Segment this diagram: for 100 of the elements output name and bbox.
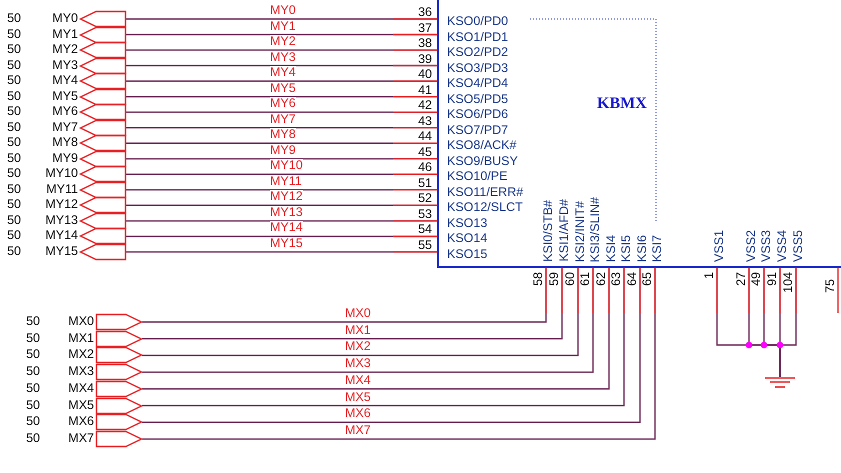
pin-number: 27 [734, 272, 748, 286]
pin-lead [393, 80, 437, 82]
pin-number: 41 [418, 82, 432, 97]
pin-lead [393, 127, 437, 128]
pin-lead [795, 268, 797, 313]
pin-lead [393, 49, 437, 51]
sheet-reference: 50 [7, 197, 21, 212]
pin-number: 42 [418, 98, 432, 112]
pin-number: 1 [702, 272, 716, 279]
pin-name: KSI3/SLIN# [588, 180, 602, 266]
net-label: MX1 [345, 324, 371, 337]
net-label: MY3 [270, 50, 296, 64]
pin-lead [393, 96, 437, 98]
pin-lead [393, 236, 437, 238]
pin-lead [393, 18, 437, 20]
pin-name: VSS4 [775, 210, 789, 266]
sheet-reference: 50 [7, 212, 21, 227]
pin-name: KSO11/ERR# [440, 184, 530, 199]
net-label: MY0 [270, 4, 296, 17]
pin-number: 37 [418, 20, 432, 35]
pin-lead [393, 34, 437, 36]
pin-name: KSO5/PD5 [440, 90, 530, 106]
pin-lead [654, 268, 656, 313]
pin-name: KSO6/PD6 [440, 106, 530, 122]
sheet-reference: 50 [7, 88, 21, 103]
chip-body: KBMX KSO0/PD0 KSO1/PD1 KSO2/PD2 KSO3/PD3 KSO4/PD4 KSO5/PD5 KSO6/PD6 KSO7/PD7 KSO8/ACK# KSO9/BUSY KSO10/PE KSO11/ERR# KSO12/SLCT KSO13 KSO14 KSO15 KSI0/STB# KSI1/AFD# KSI2/INIT# KSI3/SLIN# KSI4 KSI5 KSI6 KSI7 VSS1 VSS2 VSS3 VSS4 VSS5 [437, 0, 841, 268]
sheet-reference: 50 [26, 347, 40, 362]
pin-name: KSO14 [440, 230, 530, 246]
pin-lead [561, 268, 563, 313]
pin-lead [592, 268, 594, 313]
pin-number: 60 [563, 272, 577, 286]
net-label: MY6 [270, 97, 296, 110]
pin-lead [393, 158, 437, 160]
pin-name: KSO1/PD1 [440, 28, 530, 44]
net-label: MY10 [270, 159, 303, 172]
pin-name: KSO8/ACK# [440, 137, 530, 152]
pin-number: 63 [609, 272, 623, 286]
pin-lead [639, 268, 641, 313]
pin-number: 104 [781, 272, 795, 293]
net-label: MY13 [270, 206, 303, 219]
pin-number: 38 [418, 36, 432, 50]
pin-number: 44 [418, 129, 432, 144]
pin-name: KSO12/SLCT [440, 199, 530, 214]
pin-number: 39 [418, 52, 432, 66]
pin-name: VSS2 [744, 210, 758, 266]
pin-number: 40 [418, 67, 432, 82]
pin-name: KSI1/AFD# [557, 180, 571, 266]
net-label: MY1 [270, 20, 296, 33]
sheet-reference: 50 [7, 135, 21, 150]
sheet-reference: 50 [7, 104, 21, 118]
net-label: MY15 [270, 236, 303, 250]
pin-number: 62 [594, 272, 608, 286]
pin-lead [716, 268, 718, 313]
sheet-reference: 50 [7, 244, 21, 258]
pin-name: KSO7/PD7 [440, 122, 530, 137]
net-label: MY9 [270, 144, 296, 157]
ground-symbol [765, 377, 795, 391]
pin-name: KSO10/PE [440, 168, 530, 184]
sheet-reference: 50 [7, 73, 21, 88]
sheet-reference: 50 [7, 182, 21, 196]
pin-number: 54 [418, 222, 432, 236]
pin-number: 61 [578, 272, 592, 286]
pin-lead [393, 220, 437, 222]
pin-lead [393, 64, 437, 66]
net-label: MY8 [270, 128, 296, 142]
pin-lead [393, 189, 437, 191]
sheet-reference: 50 [7, 58, 21, 72]
pin-lead [748, 268, 750, 313]
pin-lead [393, 251, 437, 253]
pin-number: 45 [418, 144, 432, 159]
pin-lead [763, 268, 765, 313]
sheet-reference: 50 [26, 380, 40, 395]
pin-lead [779, 268, 781, 313]
pin-name: KSO0/PD0 [440, 13, 530, 28]
pin-name: KSI0/STB# [541, 180, 555, 266]
pin-number: 58 [531, 272, 545, 286]
pin-number: 49 [749, 272, 763, 286]
pin-number: 59 [547, 272, 561, 286]
sheet-reference: 50 [7, 150, 21, 165]
pin-name: KSO9/BUSY [440, 152, 530, 168]
pin-number: 52 [418, 191, 432, 206]
net-label: MY11 [270, 174, 302, 188]
pin-name: KSO4/PD4 [440, 75, 530, 90]
sheet-reference: 50 [26, 330, 40, 345]
pin-lead [577, 268, 579, 313]
pin-name: KSO3/PD3 [440, 60, 530, 75]
net-label: MY5 [270, 82, 296, 95]
sheet-reference: 50 [26, 414, 40, 428]
net-label: MY7 [270, 112, 296, 126]
pin-lead [623, 268, 625, 313]
pin-name: KSI2/INIT# [573, 180, 587, 266]
pin-number: 91 [765, 272, 779, 286]
net-label: MX3 [345, 357, 371, 370]
pin-number: 36 [418, 5, 432, 19]
sheet-reference: 50 [7, 42, 21, 56]
pin-name: VSS3 [759, 210, 773, 266]
net-label: MX0 [345, 307, 371, 320]
sheet-reference: 50 [7, 11, 21, 25]
sheet-reference: 50 [7, 26, 21, 41]
pin-number: 65 [640, 272, 654, 286]
